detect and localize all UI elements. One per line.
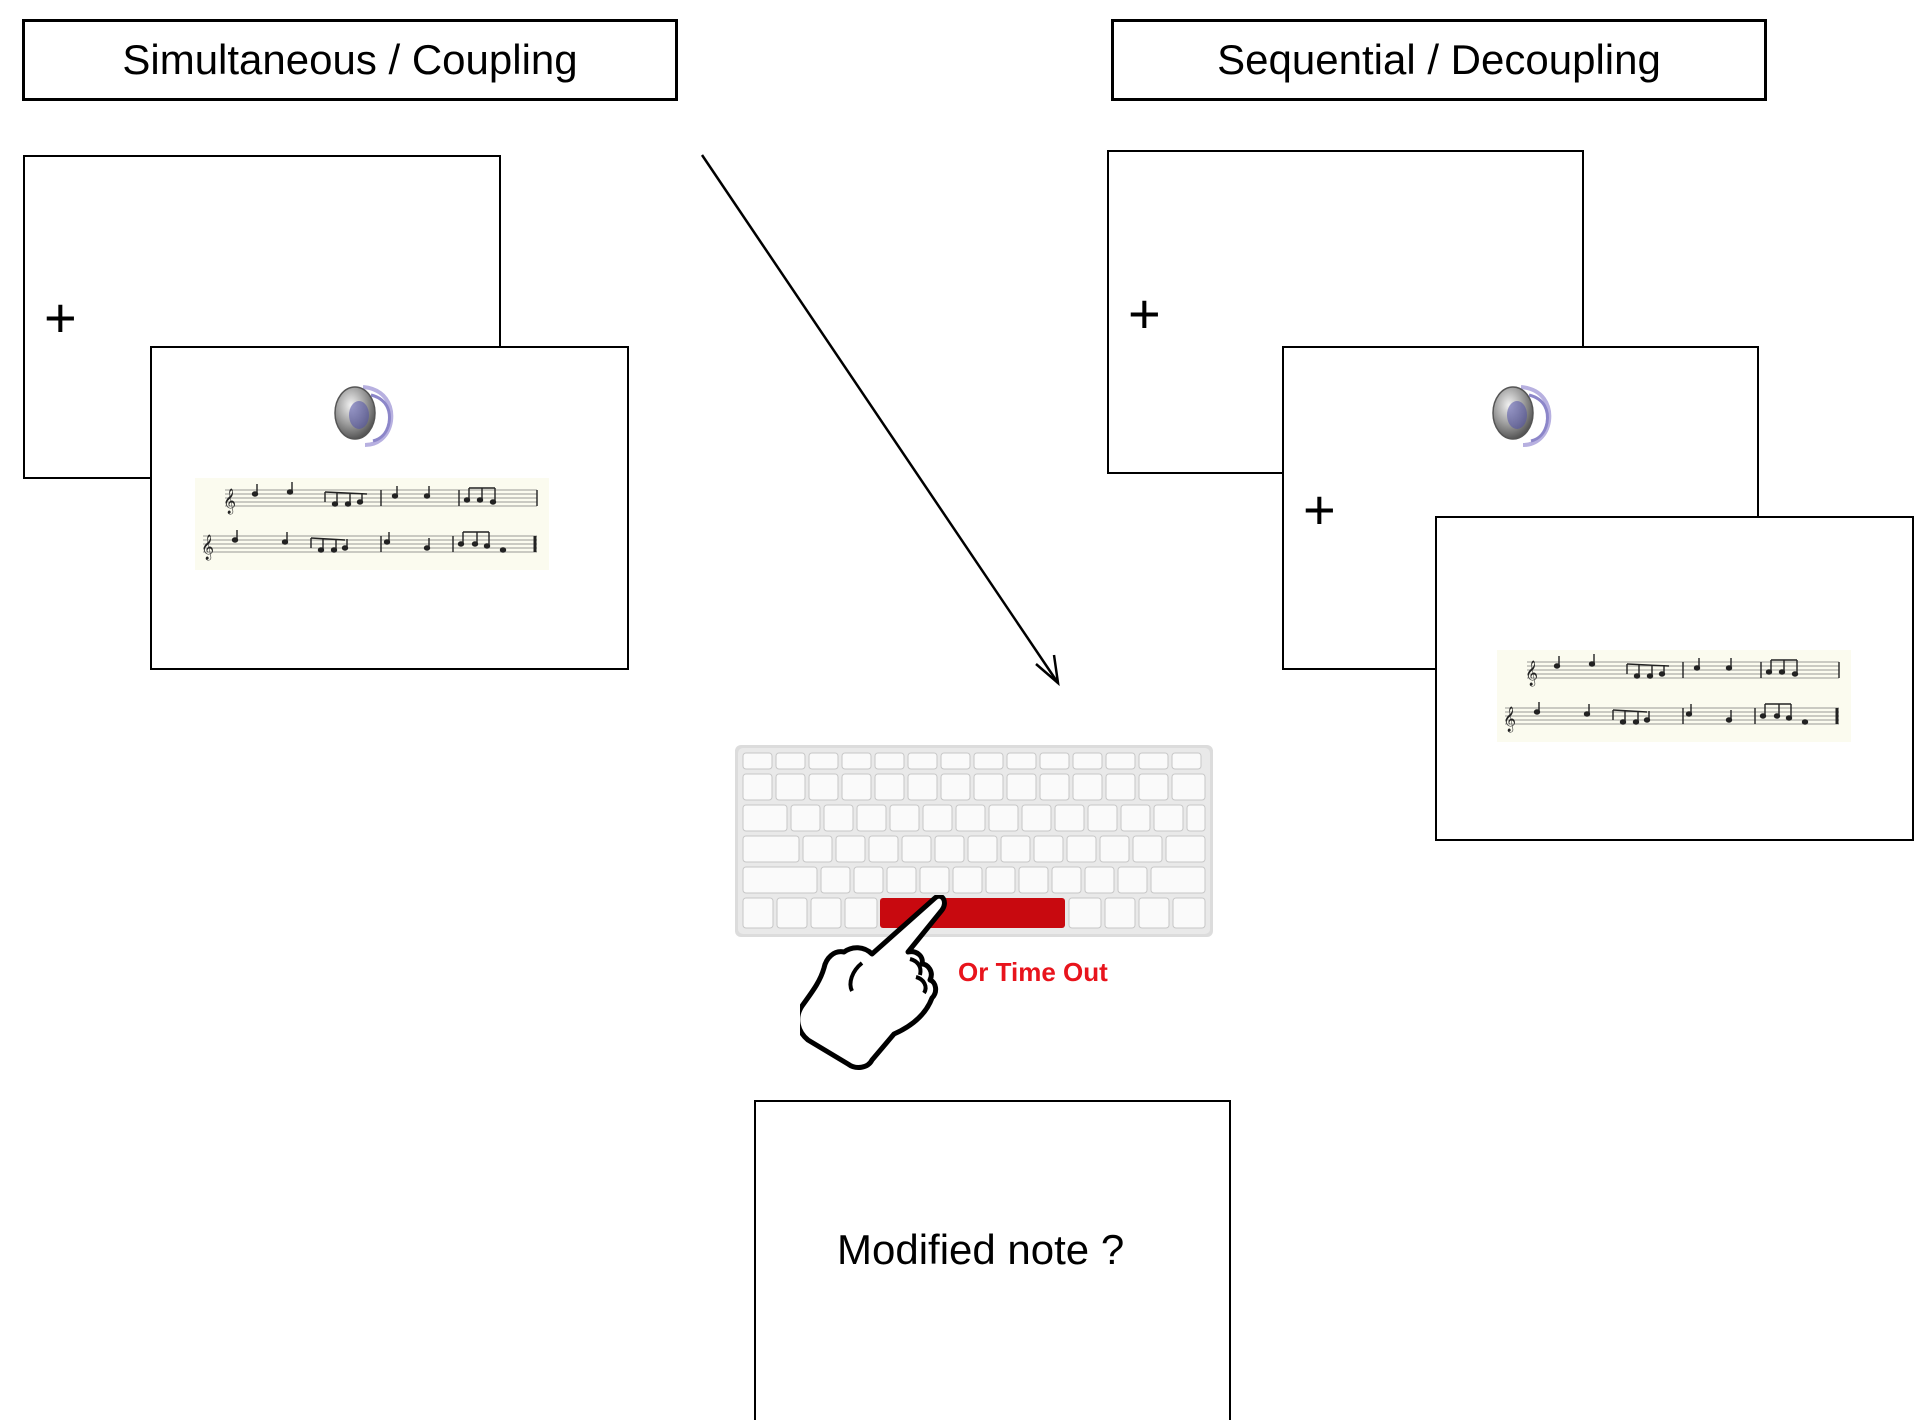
keyboard-key [1172,897,1206,929]
keyboard-key [1132,835,1163,863]
keyboard-key [901,835,932,863]
keyboard-key [808,752,839,770]
left-music-score: 𝄞 𝄞 [195,478,549,570]
keyboard-key [1165,835,1206,863]
keyboard-key [1054,804,1085,832]
header-sequential-decoupling: Sequential / Decoupling [1111,19,1767,101]
keyboard-key [940,752,971,770]
keyboard-key [775,773,806,801]
keyboard-key [1006,773,1037,801]
speaker-icon [325,375,415,455]
keyboard-key [1000,835,1031,863]
keyboard-key [742,752,773,770]
keyboard-key [1018,866,1049,894]
keyboard-key [1105,752,1136,770]
keyboard-key [820,866,851,894]
keyboard-key [1120,804,1151,832]
keyboard-key [742,866,818,894]
keyboard-key [1138,773,1169,801]
keyboard-key [1087,804,1118,832]
right-fixation-cross-1: + [1128,282,1161,345]
header-simultaneous-coupling: Simultaneous / Coupling [22,19,678,101]
keyboard-key [1171,773,1206,801]
keyboard-key [856,804,887,832]
timeout-label: Or Time Out [958,957,1108,987]
keyboard-key [853,866,884,894]
svg-text:𝄞: 𝄞 [201,534,214,560]
modified-note-question: Modified note ? [837,1226,1125,1273]
keyboard-key [973,752,1004,770]
keyboard-key [790,804,821,832]
keyboard-key [952,866,983,894]
keyboard-key [808,773,839,801]
right-fixation-cross-2: + [1303,478,1336,541]
keyboard-key [1186,804,1206,832]
keyboard-key [940,773,971,801]
keyboard-key [967,835,998,863]
keyboard-key [889,804,920,832]
header-sequential-label: Sequential / Decoupling [1217,36,1661,83]
keyboard-key [1153,804,1184,832]
keyboard-key [1150,866,1206,894]
keyboard-key [922,804,953,832]
svg-text:𝄞: 𝄞 [1525,660,1538,686]
keyboard-key [1105,773,1136,801]
keyboard-key [955,804,986,832]
keyboard-key [1066,835,1097,863]
keyboard-key [1117,866,1148,894]
keyboard-key [907,752,938,770]
keyboard-key [1138,897,1170,929]
keyboard-key [985,866,1016,894]
keyboard-key [742,897,774,929]
pointing-hand-icon [795,893,950,1100]
left-fixation-cross: + [44,286,77,349]
keyboard-key [868,835,899,863]
keyboard-key [934,835,965,863]
keyboard-key [1039,773,1070,801]
keyboard-key [988,804,1019,832]
keyboard-key [1039,752,1070,770]
keyboard-key [1051,866,1082,894]
keyboard-key [823,804,854,832]
keyboard-key [841,773,872,801]
keyboard-key [841,752,872,770]
keyboard-key [1021,804,1052,832]
keyboard-key [742,773,773,801]
keyboard-key [810,897,842,929]
keyboard-key [1099,835,1130,863]
right-music-score: 𝄞 𝄞 [1497,650,1851,742]
keyboard-key [1068,897,1102,929]
keyboard-key [742,835,800,863]
speaker-icon-right [1483,375,1573,455]
keyboard-key [775,752,806,770]
keyboard-key [1033,835,1064,863]
keyboard-key [1072,752,1103,770]
keyboard-key [907,773,938,801]
keyboard-key [1084,866,1115,894]
keyboard-key [1138,752,1169,770]
response-question-frame [754,1100,1231,1420]
keyboard-key [1006,752,1037,770]
svg-text:𝄞: 𝄞 [223,488,236,514]
keyboard-key [886,866,917,894]
keyboard-key [919,866,950,894]
keyboard-icon [735,745,1213,942]
keyboard-key [1171,752,1202,770]
keyboard-key [1072,773,1103,801]
keyboard-key [742,804,788,832]
keyboard-key [874,773,905,801]
keyboard-key [802,835,833,863]
keyboard-key [973,773,1004,801]
keyboard-key [776,897,808,929]
keyboard-key [844,897,878,929]
keyboard-key [874,752,905,770]
header-simultaneous-label: Simultaneous / Coupling [122,36,578,83]
keyboard-key [835,835,866,863]
svg-text:𝄞: 𝄞 [1503,706,1516,732]
keyboard-key [1104,897,1136,929]
